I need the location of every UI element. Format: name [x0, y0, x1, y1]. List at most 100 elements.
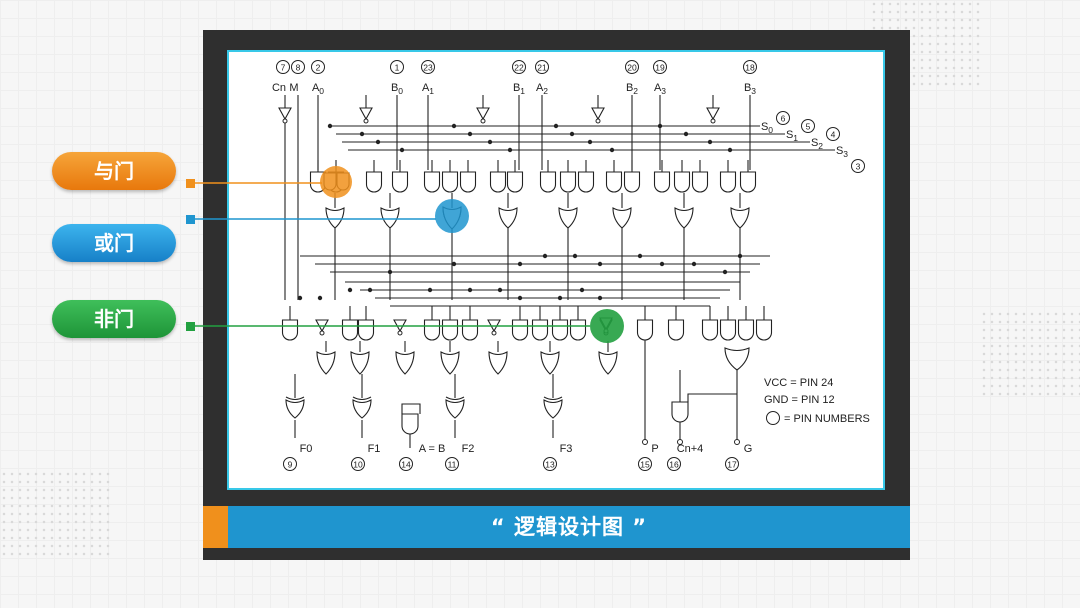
or-gate: [498, 207, 518, 229]
junction-dot: [597, 261, 603, 267]
junction-dot: [347, 287, 353, 293]
and-gate: [569, 319, 587, 341]
and-gate: [671, 401, 689, 423]
caption-accent: [203, 506, 228, 548]
junction-dot: [597, 295, 603, 301]
pin-circle: [826, 127, 840, 141]
output-pin-16: 16: [669, 460, 679, 470]
pin-circle: [445, 457, 459, 471]
junction-dot: [451, 261, 457, 267]
pin-circle: [291, 60, 305, 74]
junction-dot: [359, 131, 365, 137]
and-gate: [489, 171, 507, 193]
and-gate: [441, 319, 459, 341]
pin-circle: [801, 119, 815, 133]
and-gate: [667, 319, 685, 341]
and-gate-callout: 与门: [52, 152, 176, 190]
output-terminal: [642, 439, 648, 445]
and-gate: [559, 171, 577, 193]
input-pin-20: 20: [627, 63, 637, 73]
and-gate: [551, 319, 569, 341]
junction-dot: [691, 261, 697, 267]
select-label-s0: S0: [761, 121, 773, 135]
input-pin-19: 19: [655, 63, 665, 73]
junction-dot: [553, 123, 559, 129]
select-label-s2: S2: [811, 137, 823, 151]
pin-circle: [276, 60, 290, 74]
output-pin-11: 11: [448, 460, 457, 470]
junction-dot: [637, 253, 643, 259]
or-gate: [285, 399, 305, 419]
and-gate: [719, 171, 737, 193]
gnd-note: GND = PIN 12: [764, 394, 835, 406]
input-pin-7: 7: [281, 63, 286, 73]
and-gate: [423, 171, 441, 193]
junction-dot: [517, 295, 523, 301]
and-gate: [623, 171, 641, 193]
junction-dot: [683, 131, 689, 137]
and-gate: [739, 171, 757, 193]
input-pin-8: 8: [296, 63, 301, 73]
output-label-1: F1: [368, 443, 381, 455]
wire: [687, 393, 737, 402]
input-label-cn: Cn: [272, 82, 286, 94]
or-gate: [380, 207, 400, 229]
junction-dot: [572, 253, 578, 259]
output-label-3: F2: [462, 443, 475, 455]
select-pin-6: 6: [781, 114, 786, 124]
xor-gate-arc: [285, 396, 305, 401]
or-gate: [558, 207, 578, 229]
and-gate: [391, 171, 409, 193]
junction-dot: [517, 261, 523, 267]
and-gate: [636, 319, 654, 341]
output-label-6: Cn+4: [677, 443, 704, 455]
pin-circle: [399, 457, 413, 471]
and-gate: [357, 319, 375, 341]
and-gate: [531, 319, 549, 341]
and-gate: [673, 171, 691, 193]
output-pin-17: 17: [727, 460, 737, 470]
select-label-s1: S1: [786, 129, 798, 143]
output-pin-10: 10: [353, 460, 363, 470]
pin-legend-circle: [766, 411, 780, 425]
and-gate: [281, 319, 299, 341]
pin-circle: [725, 457, 739, 471]
and-gate: [691, 171, 709, 193]
input-label-b0: B0: [391, 82, 403, 96]
input-pin-22: 22: [514, 63, 524, 73]
input-label-a0: A0: [312, 82, 324, 96]
input-label-a2: A2: [536, 82, 548, 96]
or-gate: [598, 351, 618, 375]
pin-circle: [638, 457, 652, 471]
not-gate-bubble: [363, 118, 369, 124]
junction-dot: [467, 131, 473, 137]
or-gate: [325, 207, 345, 229]
caption-bar: “ 逻辑设计图 ”: [203, 506, 910, 548]
not-gate: [278, 107, 292, 121]
select-pin-3: 3: [856, 162, 861, 172]
not-connector-marker: [186, 322, 195, 331]
output-terminal: [677, 439, 683, 445]
output-label-2: A = B: [419, 443, 446, 455]
pin-circle: [776, 111, 790, 125]
pin-circle: [851, 159, 865, 173]
output-terminal: [734, 439, 740, 445]
select-pin-5: 5: [806, 122, 811, 132]
and-gate: [459, 171, 477, 193]
and-gate: [653, 171, 671, 193]
junction-dot: [587, 139, 593, 145]
pin-circle: [543, 457, 557, 471]
output-pin-15: 15: [640, 460, 650, 470]
pin-legend-note: = PIN NUMBERS: [784, 413, 870, 425]
pin-circle: [743, 60, 757, 74]
input-label-m: M: [289, 82, 298, 94]
xor-gate-arc: [543, 396, 563, 401]
not-gate-bubble: [491, 330, 497, 336]
not-gate-bubble: [595, 118, 601, 124]
pin-circle: [351, 457, 365, 471]
or-gate-highlight: [435, 199, 469, 233]
and-gate-highlight: [320, 166, 352, 198]
input-label-b1: B1: [513, 82, 525, 96]
not-gate: [706, 107, 720, 121]
